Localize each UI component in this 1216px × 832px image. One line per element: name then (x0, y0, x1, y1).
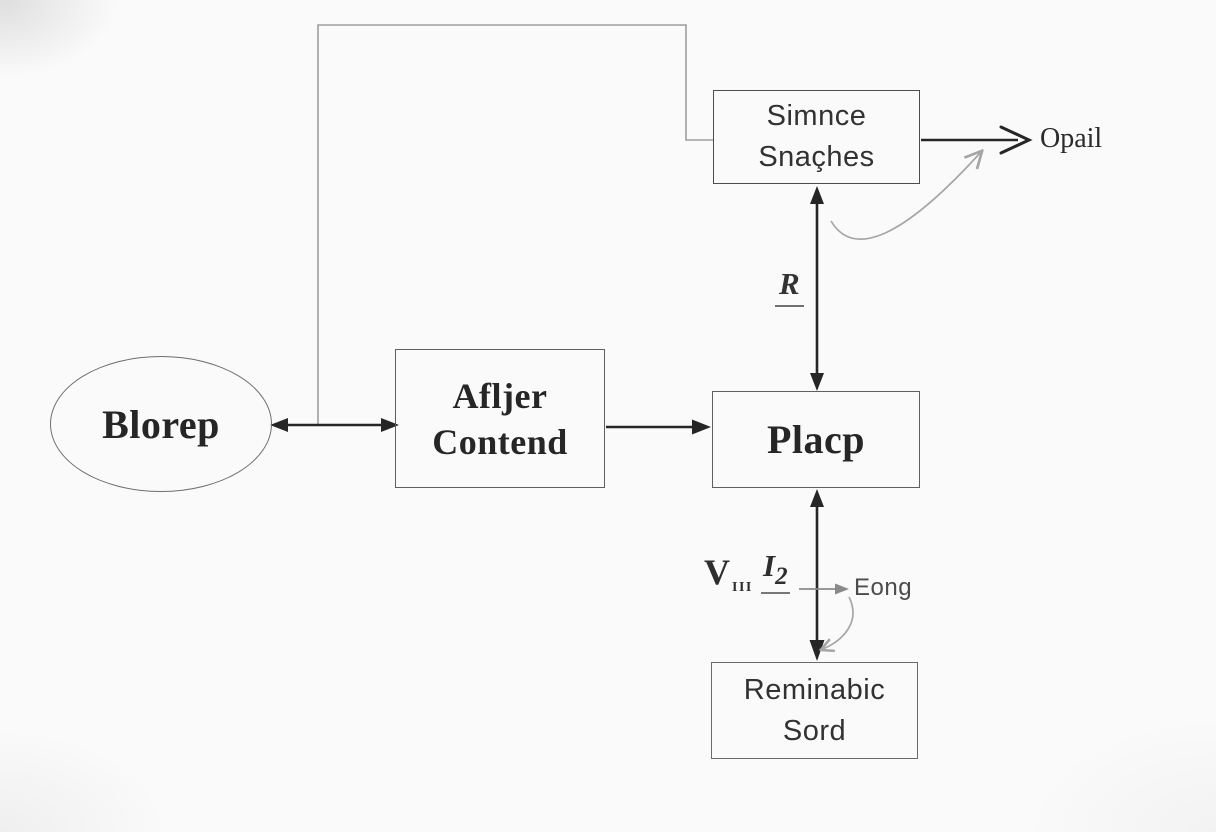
node-simnce-line2: Snaçhes (758, 141, 875, 173)
label-i2: I2 (761, 548, 790, 594)
label-opail: Opail (1040, 123, 1103, 154)
label-eong: Eong (854, 574, 913, 601)
label-i-subscript: 2 (775, 563, 788, 590)
connector-blorep-to-simnce (317, 24, 713, 424)
arrow-afljer-placp (606, 419, 711, 435)
node-placp: Placp (712, 391, 920, 488)
node-blorep-label: Blorep (102, 401, 220, 447)
label-r: R (775, 266, 804, 307)
label-v-base: V (704, 552, 730, 592)
arrow-simnce-opail (921, 125, 1033, 155)
node-reminabic-line2: Sord (782, 714, 847, 747)
label-i-base: I (763, 548, 776, 583)
node-placp-label: Placp (766, 417, 866, 462)
arrow-blorep-afljer (270, 418, 399, 432)
node-afljer-line1: Afljer (452, 375, 548, 416)
arrow-i2-eong (799, 583, 849, 595)
arrow-placp-reminabic (809, 489, 825, 661)
node-simnce-snaches: Simnce Snaçhes (713, 90, 920, 184)
arrow-simnce-placp (810, 186, 824, 391)
node-afljer-line2: Contend (432, 421, 568, 462)
node-blorep: Blorep (50, 356, 272, 492)
node-afljer-contend: Afljer Contend (395, 349, 605, 488)
curved-arrow-to-opail-line (830, 152, 981, 240)
node-reminabic-line1: Reminabic (743, 673, 886, 706)
node-reminabic-sord: Reminabic Sord (711, 662, 918, 759)
label-v-subscript: III (732, 580, 753, 595)
node-simnce-line1: Simnce (766, 100, 867, 132)
curved-arrow-to-bottom-line (823, 596, 854, 649)
